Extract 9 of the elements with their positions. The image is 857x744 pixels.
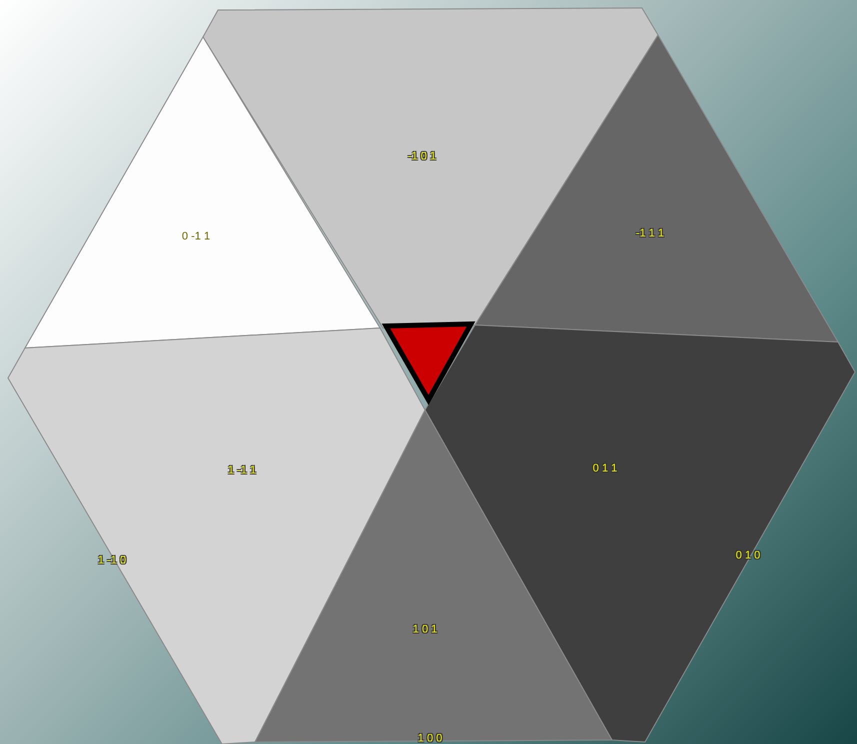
facet-index-label: -1 1 1 [636, 228, 664, 240]
facet-index-label: 1 0 1 [412, 624, 438, 636]
facet-index-label: -1 0 1 [408, 152, 436, 162]
edge-index-label: 0 1 0 [736, 550, 760, 562]
facet-index-label: 0 -1 1 [182, 232, 210, 242]
edge-index-label: 1 0 0 [418, 734, 442, 744]
facet-index-label: 0 1 1 [592, 464, 618, 474]
edge-index-label: 1 -1 0 [98, 556, 126, 566]
facet-index-label: 1 -1 1 [228, 466, 256, 476]
